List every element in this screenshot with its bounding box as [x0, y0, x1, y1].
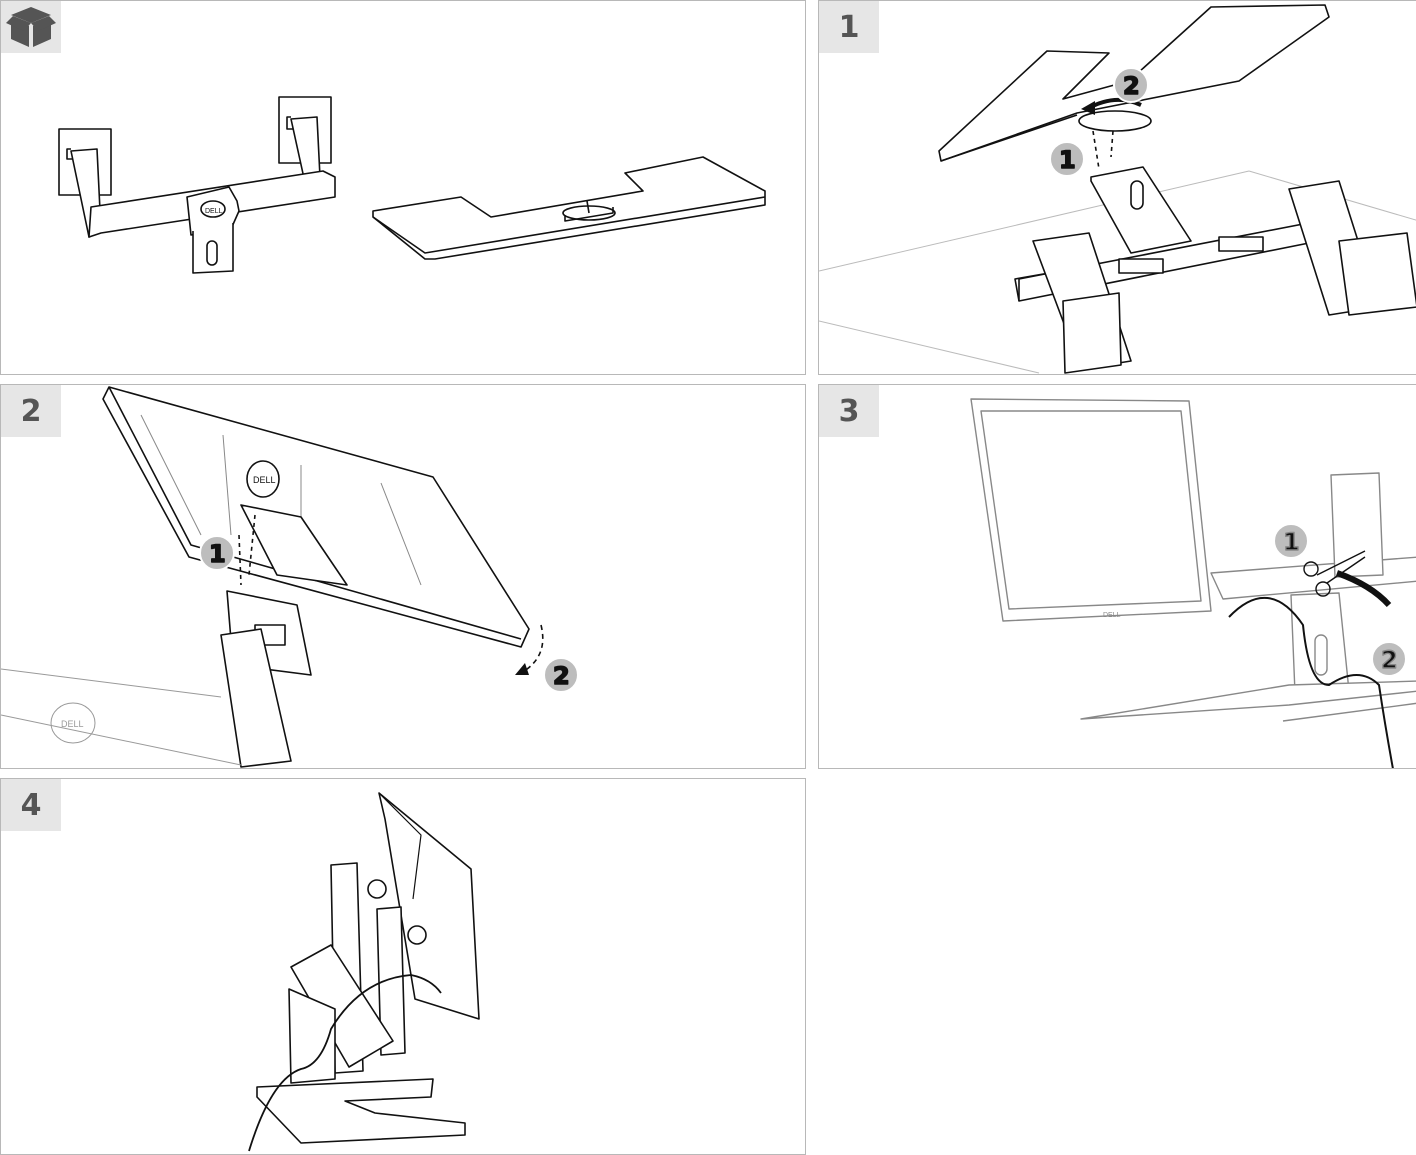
callout-1: 1	[1050, 142, 1084, 176]
callout-2: 2	[1372, 642, 1406, 676]
riser-bracket: DELL	[59, 97, 335, 273]
step2-panel: 2 DELL DELL 1	[0, 384, 806, 769]
monitor-logo: DELL	[253, 475, 276, 485]
svg-text:1: 1	[209, 540, 226, 568]
stand-logo: DELL	[61, 719, 84, 729]
callout-2: 2	[1114, 68, 1148, 102]
bracket-logo: DELL	[205, 208, 223, 215]
step2-illustration: DELL DELL 1 2	[1, 385, 806, 769]
svg-text:1: 1	[1283, 528, 1300, 556]
callout-2: 2	[544, 658, 578, 692]
svg-text:1: 1	[1059, 146, 1076, 174]
callout-1: 1	[200, 536, 234, 570]
step3-illustration: DELL 1 2	[819, 385, 1416, 769]
svg-text:2: 2	[1381, 646, 1398, 674]
callout-1: 1	[1274, 524, 1308, 558]
riser-bracket	[1015, 167, 1416, 373]
svg-text:2: 2	[1123, 72, 1140, 100]
stand-parts-illustration: DELL	[1, 1, 806, 375]
step3-panel: 3 DELL 1 2	[818, 384, 1416, 769]
monitor-back: DELL	[103, 387, 529, 647]
step4-panel: 4	[0, 778, 806, 1155]
svg-text:2: 2	[553, 662, 570, 690]
monitor-front: DELL	[971, 399, 1211, 621]
base-plate	[373, 157, 765, 259]
step4-illustration	[1, 779, 806, 1155]
step1-illustration: 1 2	[819, 1, 1416, 375]
monitor-logo: DELL	[1103, 612, 1121, 619]
step1-panel: 1 1	[818, 0, 1416, 375]
contents-panel: DELL	[0, 0, 806, 375]
